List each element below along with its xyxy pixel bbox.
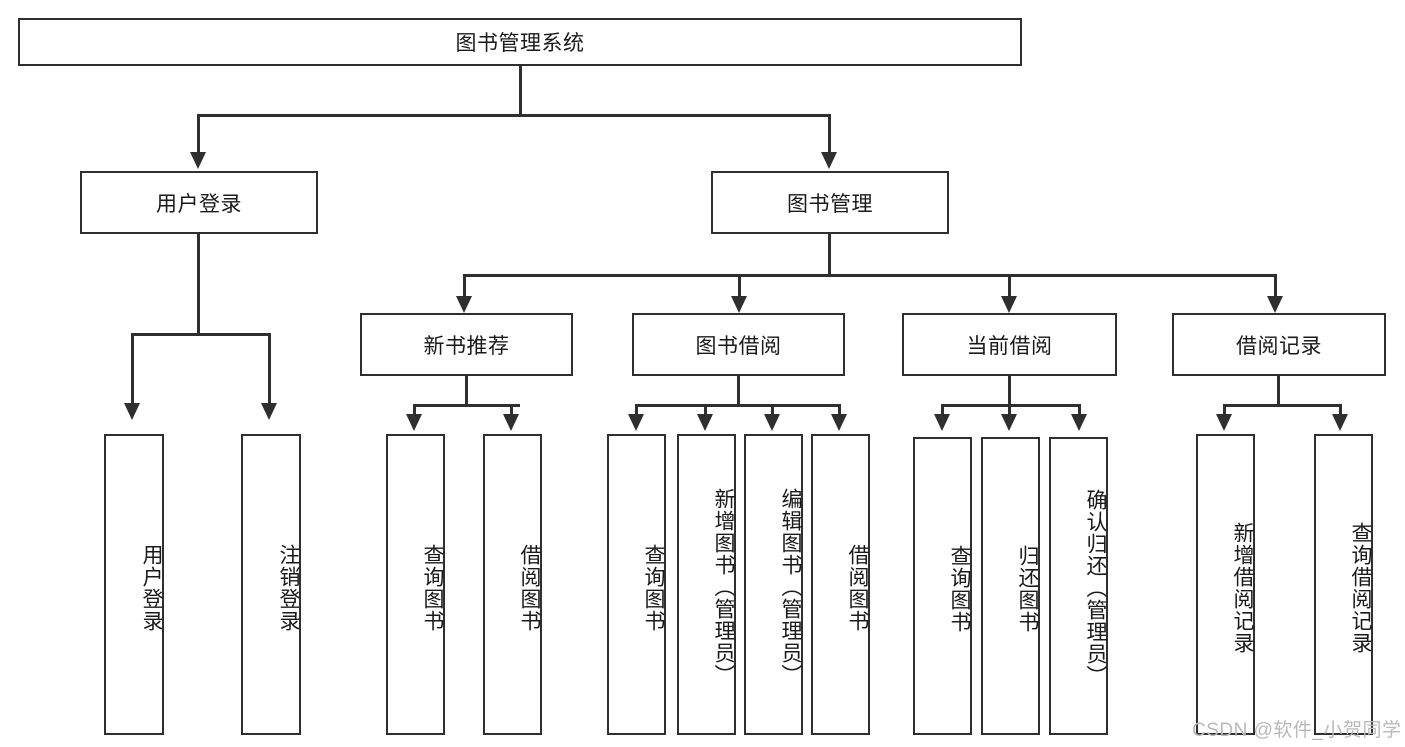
arrow-book-management-to-book-borrow xyxy=(731,296,747,313)
node-label: 新增图书（管理员） xyxy=(712,487,735,686)
node-label: 确认归还（管理员） xyxy=(1084,489,1107,687)
connector-book-borrow-to-leaf-3 xyxy=(838,404,841,418)
connector-new-book-fork-bar xyxy=(413,404,520,407)
arrow-user-login-to-leaf-1 xyxy=(261,403,277,420)
arrow-borrow-record-to-leaf-1 xyxy=(1332,414,1348,431)
connector-user-login-fork-bar xyxy=(131,333,268,336)
connector-new-book-stem xyxy=(465,376,468,406)
leaf-new-book-recommend-0[interactable]: 查询图书 xyxy=(386,434,445,735)
connector-borrow-record-to-leaf-1 xyxy=(1339,404,1342,418)
arrow-book-management-to-borrow-record xyxy=(1267,296,1283,313)
node-label: 借阅图书 xyxy=(518,543,541,632)
connector-user-login-to-leaf-1 xyxy=(268,333,271,405)
connector-borrow-record-stem xyxy=(1277,376,1280,406)
connector-book-management-to-borrow-record xyxy=(1274,274,1277,298)
arrow-current-borrow-to-leaf-0 xyxy=(934,414,950,431)
connector-current-borrow-stem xyxy=(1008,376,1011,406)
connector-book-borrow-to-leaf-1 xyxy=(704,404,707,418)
arrow-current-borrow-to-leaf-1 xyxy=(1001,414,1017,431)
leaf-book-borrow-1[interactable]: 新增图书（管理员） xyxy=(677,434,736,735)
connector-borrow-record-fork-bar xyxy=(1223,404,1342,407)
node-label: 查询借阅记录 xyxy=(1349,521,1372,654)
node-label: 用户登录 xyxy=(140,543,163,632)
node-label: 新增借阅记录 xyxy=(1231,521,1254,654)
arrow-book-management-to-new-book xyxy=(456,296,472,313)
connector-current-borrow-to-leaf-0 xyxy=(941,404,944,418)
arrow-book-borrow-to-leaf-0 xyxy=(628,414,644,431)
node-label: 图书管理 xyxy=(787,192,873,216)
connector-user-login-stem xyxy=(197,234,200,335)
node-label: 新书推荐 xyxy=(423,334,510,358)
node-new-book-recommend[interactable]: 新书推荐 xyxy=(360,313,573,376)
connector-current-borrow-fork-bar xyxy=(941,404,1081,407)
arrow-borrow-record-to-leaf-0 xyxy=(1216,414,1232,431)
arrow-book-management-to-current-borrow xyxy=(1001,296,1017,313)
arrow-book-borrow-to-leaf-3 xyxy=(831,414,847,431)
node-label: 图书借阅 xyxy=(695,334,782,358)
connector-root-fork-bar xyxy=(197,114,831,117)
node-label: 编辑图书（管理员） xyxy=(779,487,802,686)
csdn-watermark: CSDN @软件_小贺同学 xyxy=(1192,720,1402,741)
connector-book-management-to-book-borrow xyxy=(738,274,741,298)
connector-book-borrow-fork-bar xyxy=(635,404,841,407)
leaf-user-login-0[interactable]: 用户登录 xyxy=(104,434,164,735)
leaf-current-borrow-2[interactable]: 确认归还（管理员） xyxy=(1049,437,1108,735)
node-label: 当前借阅 xyxy=(966,334,1053,358)
leaf-borrow-record-1[interactable]: 查询借阅记录 xyxy=(1314,434,1373,735)
connector-book-management-to-new-book xyxy=(463,274,466,298)
leaf-book-borrow-0[interactable]: 查询图书 xyxy=(607,434,666,735)
leaf-current-borrow-0[interactable]: 查询图书 xyxy=(913,437,972,735)
connector-root-to-book-management xyxy=(828,114,831,154)
connector-root-to-user-login xyxy=(197,114,200,154)
node-label: 注销登录 xyxy=(277,543,300,632)
leaf-new-book-recommend-1[interactable]: 借阅图书 xyxy=(483,434,542,735)
connector-user-login-to-leaf-0 xyxy=(131,333,134,405)
arrow-book-borrow-to-leaf-1 xyxy=(697,414,713,431)
connector-book-management-fork-bar xyxy=(463,274,1277,277)
connector-book-management-stem xyxy=(828,234,831,276)
node-label: 图书管理系统 xyxy=(455,32,585,55)
connector-book-management-to-current-borrow xyxy=(1008,274,1011,298)
connector-current-borrow-to-leaf-1 xyxy=(1008,404,1011,418)
node-book-borrow[interactable]: 图书借阅 xyxy=(632,313,845,376)
leaf-borrow-record-0[interactable]: 新增借阅记录 xyxy=(1196,434,1255,735)
node-label: 查询图书 xyxy=(421,543,444,632)
connector-book-borrow-stem xyxy=(737,376,740,406)
arrow-root-to-user-login xyxy=(190,152,206,169)
arrow-root-to-book-management xyxy=(821,152,837,169)
connector-root-stem xyxy=(519,66,522,115)
node-label: 借阅图书 xyxy=(846,543,869,632)
node-label: 查询图书 xyxy=(948,545,971,633)
arrow-user-login-to-leaf-0 xyxy=(124,403,140,420)
connector-book-borrow-to-leaf-2 xyxy=(771,404,774,418)
node-label: 归还图书 xyxy=(1016,545,1039,633)
arrow-new-book-to-leaf-1 xyxy=(503,414,519,431)
leaf-book-borrow-2[interactable]: 编辑图书（管理员） xyxy=(744,434,803,735)
connector-new-book-to-leaf-0 xyxy=(413,404,416,418)
node-current-borrow[interactable]: 当前借阅 xyxy=(902,313,1117,376)
node-label: 借阅记录 xyxy=(1236,334,1322,358)
connector-current-borrow-to-leaf-2 xyxy=(1078,404,1081,418)
leaf-current-borrow-1[interactable]: 归还图书 xyxy=(981,437,1040,735)
arrow-book-borrow-to-leaf-2 xyxy=(764,414,780,431)
connector-new-book-to-leaf-1 xyxy=(510,404,513,418)
connector-borrow-record-to-leaf-0 xyxy=(1223,404,1226,418)
node-label: 查询图书 xyxy=(642,543,665,632)
node-user-login[interactable]: 用户登录 xyxy=(80,171,318,234)
leaf-book-borrow-3[interactable]: 借阅图书 xyxy=(811,434,870,735)
node-root-system[interactable]: 图书管理系统 xyxy=(18,18,1022,66)
node-book-management[interactable]: 图书管理 xyxy=(711,171,949,234)
connector-book-borrow-to-leaf-0 xyxy=(635,404,638,418)
arrow-new-book-to-leaf-0 xyxy=(406,414,422,431)
node-label: 用户登录 xyxy=(156,192,242,216)
node-borrow-record[interactable]: 借阅记录 xyxy=(1172,313,1386,376)
leaf-user-login-1[interactable]: 注销登录 xyxy=(241,434,301,735)
arrow-current-borrow-to-leaf-2 xyxy=(1071,414,1087,431)
